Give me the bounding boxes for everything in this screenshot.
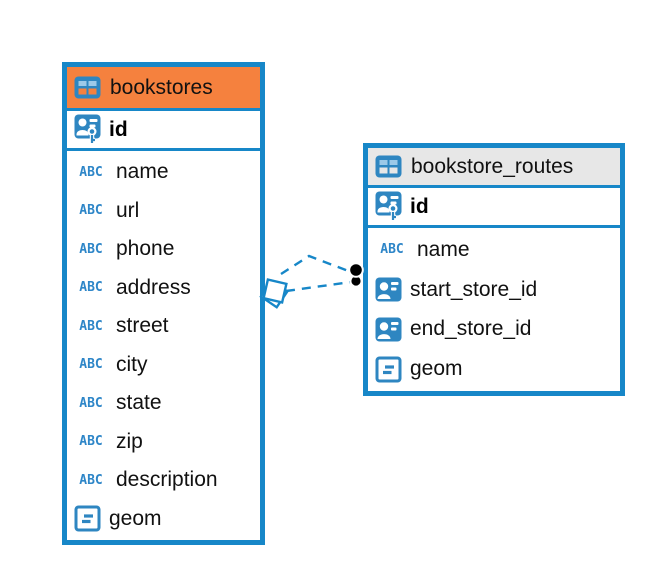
table-header-bookstores[interactable]: bookstores [67, 67, 260, 108]
primary-key-icon [375, 191, 402, 222]
column-name: street [116, 314, 169, 338]
column-row[interactable]: ABC url [67, 192, 260, 231]
column-row[interactable]: ABC address [67, 269, 260, 308]
primary-key-row[interactable]: id [368, 185, 620, 228]
columns-section: ABC name start_store_id [368, 228, 620, 391]
column-row[interactable]: end_store_id [368, 310, 620, 350]
column-row[interactable]: ABC phone [67, 230, 260, 269]
text-type-icon: ABC [79, 318, 103, 334]
foreign-key-type-icon [375, 277, 402, 302]
column-name: city [116, 352, 148, 376]
text-type-icon: ABC [79, 280, 103, 296]
column-name: geom [109, 506, 162, 530]
geometry-type-icon [74, 505, 101, 532]
column-row[interactable]: ABC name [368, 230, 620, 270]
columns-section: ABC name ABC url ABC phone ABC address A… [67, 151, 260, 540]
column-row[interactable]: ABC zip [67, 423, 260, 462]
column-name: name [116, 160, 169, 184]
column-name: description [116, 468, 218, 492]
column-name: state [116, 391, 162, 415]
table-title: bookstores [110, 75, 213, 99]
table-icon [375, 155, 402, 178]
column-name: id [109, 117, 128, 141]
primary-key-icon [74, 114, 101, 145]
column-row[interactable]: ABC city [67, 346, 260, 385]
relationship-target-marker [348, 262, 364, 288]
column-row[interactable]: ABC description [67, 461, 260, 500]
table-icon [74, 76, 101, 99]
relationship-line [280, 254, 352, 276]
primary-key-row[interactable]: id [67, 108, 260, 151]
column-row[interactable]: geom [67, 500, 260, 539]
table-title: bookstore_routes [411, 154, 574, 178]
text-type-icon: ABC [79, 164, 103, 180]
geometry-type-icon [375, 356, 402, 383]
column-name: zip [116, 429, 143, 453]
column-name: name [417, 237, 470, 261]
column-name: end_store_id [410, 317, 532, 341]
column-row[interactable]: geom [368, 349, 620, 389]
text-type-icon: ABC [79, 472, 103, 488]
column-name: phone [116, 237, 175, 261]
column-name: id [410, 194, 429, 218]
text-type-icon: ABC [380, 242, 404, 258]
column-row[interactable]: ABC state [67, 384, 260, 423]
entity-table-bookstores[interactable]: bookstores id ABC name [62, 62, 265, 545]
column-name: url [116, 198, 140, 222]
column-row[interactable]: ABC name [67, 153, 260, 192]
text-type-icon: ABC [79, 434, 103, 450]
text-type-icon: ABC [79, 357, 103, 373]
column-row[interactable]: ABC street [67, 307, 260, 346]
relationship-line [285, 280, 352, 293]
text-type-icon: ABC [79, 395, 103, 411]
entity-table-bookstore-routes[interactable]: bookstore_routes id ABC name [363, 143, 625, 396]
column-name: address [116, 275, 191, 299]
text-type-icon: ABC [79, 241, 103, 257]
column-name: start_store_id [410, 277, 538, 301]
column-name: geom [410, 357, 463, 381]
column-row[interactable]: start_store_id [368, 270, 620, 310]
foreign-key-type-icon [375, 317, 402, 342]
text-type-icon: ABC [79, 203, 103, 219]
table-header-bookstore-routes[interactable]: bookstore_routes [368, 148, 620, 185]
